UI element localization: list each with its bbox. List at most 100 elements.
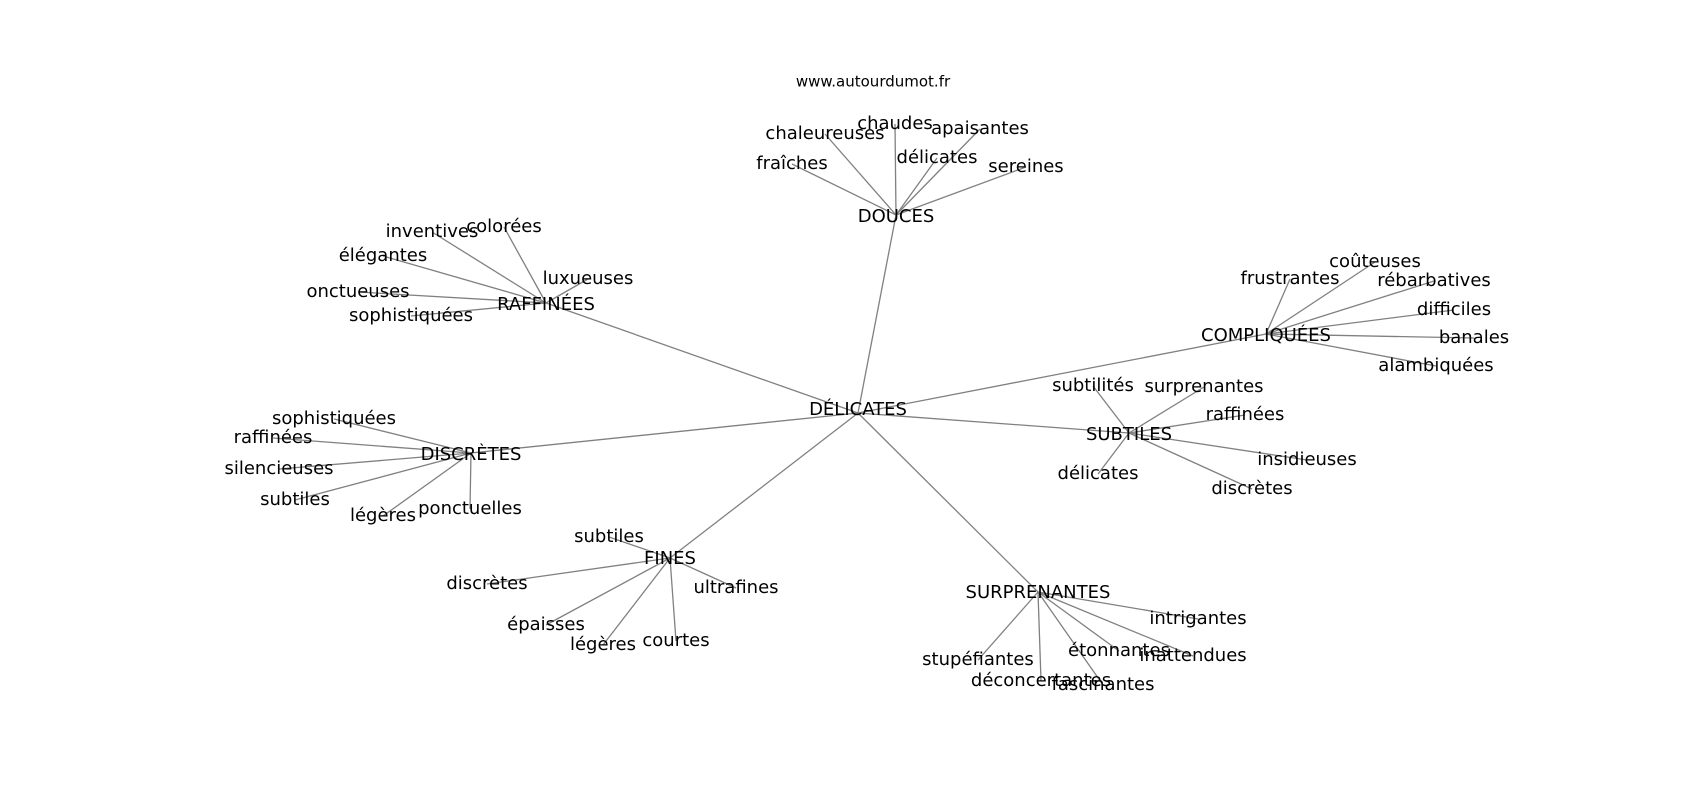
edge-compliquees-couteuses — [1265, 261, 1376, 335]
word-node-douces-delicates[interactable]: délicates — [897, 147, 978, 168]
word-node-compliquees-banales[interactable]: banales — [1439, 327, 1509, 348]
edge-discretes-subtiles — [294, 452, 472, 501]
edge-discretes-legeres — [382, 452, 472, 517]
edge-center-discretes — [470, 412, 859, 454]
edge-center-raffinees — [545, 302, 859, 414]
word-node-compliquees-alambiquees[interactable]: alambiquées — [1378, 355, 1493, 376]
word-node-surprenantes-deconcertantes[interactable]: déconcertantes — [971, 670, 1111, 691]
word-node-raffinees-colorees[interactable]: colorées — [466, 216, 541, 237]
edge-raffinees-inventives — [431, 231, 547, 304]
edge-douces-fraiches — [791, 163, 897, 216]
edge-douces-apaisantes — [895, 128, 981, 216]
center-node[interactable]: DÉLICATES — [809, 398, 907, 420]
edge-subtiles-surprenantes — [1128, 386, 1205, 434]
hub-node-subtiles[interactable]: SUBTILES — [1086, 424, 1172, 445]
word-node-raffinees-sophistiquees[interactable]: sophistiquées — [349, 305, 473, 326]
edge-compliquees-difficiles — [1265, 309, 1455, 335]
word-node-douces-chaleureuses[interactable]: chaleureuses — [765, 123, 884, 144]
hub-node-fines[interactable]: FINES — [644, 548, 696, 569]
word-node-discretes-raffinees[interactable]: raffinées — [234, 427, 313, 448]
edge-surprenantes-stupefiantes — [977, 591, 1039, 661]
word-node-compliquees-difficiles[interactable]: difficiles — [1417, 299, 1491, 320]
edge-douces-chaudes — [894, 123, 897, 216]
word-node-subtiles-surprenantes[interactable]: surprenantes — [1144, 376, 1263, 397]
edge-raffinees-sophistiquees — [410, 302, 547, 317]
hub-node-surprenantes[interactable]: SURPRENANTES — [966, 582, 1111, 603]
edge-surprenantes-deconcertantes — [1037, 591, 1042, 682]
edge-compliquees-alambiquees — [1265, 333, 1437, 367]
edge-fines-ultrafines — [669, 557, 737, 589]
edge-fines-courtes — [669, 557, 677, 642]
word-node-subtiles-discretes[interactable]: discrètes — [1211, 478, 1292, 499]
word-node-subtiles-raffinees[interactable]: raffinées — [1206, 404, 1285, 425]
edge-discretes-silencieuses — [278, 452, 472, 470]
edge-compliquees-frustrantes — [1265, 278, 1291, 335]
edge-fines-subtiles — [608, 536, 671, 559]
word-node-subtiles-subtilites[interactable]: subtilités — [1052, 375, 1134, 396]
edge-center-surprenantes — [857, 412, 1039, 593]
word-node-fines-legeres[interactable]: légères — [570, 634, 636, 655]
edge-center-douces — [857, 214, 897, 414]
word-node-fines-subtiles[interactable]: subtiles — [574, 526, 644, 547]
word-node-discretes-ponctuelles[interactable]: ponctuelles — [418, 498, 522, 519]
edge-fines-legeres — [602, 557, 671, 646]
edge-surprenantes-inattendues — [1037, 591, 1194, 657]
edge-raffinees-onctueuses — [357, 291, 547, 304]
word-node-surprenantes-stupefiantes[interactable]: stupéfiantes — [922, 649, 1034, 670]
edge-surprenantes-etonnantes — [1037, 591, 1120, 652]
edge-center-fines — [669, 412, 859, 559]
word-node-raffinees-inventives[interactable]: inventives — [386, 221, 479, 242]
word-node-compliquees-frustrantes[interactable]: frustrantes — [1241, 268, 1340, 289]
word-node-surprenantes-etonnantes[interactable]: étonnantes — [1068, 640, 1170, 661]
hub-node-discretes[interactable]: DISCRÈTES — [421, 443, 522, 465]
edge-discretes-ponctuelles — [469, 452, 472, 510]
word-node-fines-ultrafines[interactable]: ultrafines — [693, 577, 778, 598]
word-node-raffinees-luxueuses[interactable]: luxueuses — [543, 268, 634, 289]
source-url: www.autourdumot.fr — [796, 73, 951, 91]
edge-surprenantes-fascinantes — [1037, 591, 1104, 686]
word-node-surprenantes-fascinantes[interactable]: fascinantes — [1052, 674, 1155, 695]
edge-surprenantes-intrigantes — [1037, 591, 1199, 620]
word-node-raffinees-elegantes[interactable]: élégantes — [339, 245, 428, 266]
edge-subtiles-discretes — [1128, 432, 1253, 490]
edge-discretes-sophistiquees — [333, 418, 472, 454]
word-node-douces-fraiches[interactable]: fraîches — [756, 153, 828, 174]
edge-center-compliquees — [857, 333, 1267, 414]
word-node-fines-discretes[interactable]: discrètes — [446, 573, 527, 594]
word-node-raffinees-onctueuses[interactable]: onctueuses — [306, 281, 409, 302]
word-node-douces-sereines[interactable]: sereines — [988, 156, 1063, 177]
word-node-compliquees-couteuses[interactable]: coûteuses — [1329, 251, 1421, 272]
edge-subtiles-insidieuses — [1128, 432, 1308, 461]
word-node-douces-apaisantes[interactable]: apaisantes — [931, 118, 1029, 139]
edge-subtiles-raffinees — [1128, 414, 1246, 434]
hub-node-douces[interactable]: DOUCES — [858, 206, 935, 227]
word-node-fines-courtes[interactable]: courtes — [642, 630, 709, 651]
edge-raffinees-luxueuses — [545, 278, 589, 304]
word-node-surprenantes-inattendues[interactable]: inattendues — [1139, 645, 1246, 666]
edge-douces-delicates — [895, 157, 938, 216]
edge-fines-epaisses — [545, 557, 671, 626]
word-node-surprenantes-intrigantes[interactable]: intrigantes — [1149, 608, 1246, 629]
word-node-compliquees-rebarbatives[interactable]: rébarbatives — [1377, 270, 1491, 291]
word-node-subtiles-delicates[interactable]: délicates — [1058, 463, 1139, 484]
word-node-fines-epaisses[interactable]: épaisses — [507, 614, 585, 635]
hub-node-compliquees[interactable]: COMPLIQUÉES — [1201, 324, 1331, 346]
edge-compliquees-rebarbatives — [1265, 280, 1435, 335]
hub-node-raffinees[interactable]: RAFFINÉES — [497, 293, 595, 315]
word-node-discretes-sophistiquees[interactable]: sophistiquées — [272, 408, 396, 429]
word-node-discretes-subtiles[interactable]: subtiles — [260, 489, 330, 510]
edge-douces-chaleureuses — [824, 133, 897, 216]
word-node-subtiles-insidieuses[interactable]: insidieuses — [1257, 449, 1357, 470]
edge-raffinees-elegantes — [382, 255, 547, 304]
edge-center-subtiles — [857, 412, 1130, 434]
word-node-discretes-silencieuses[interactable]: silencieuses — [224, 458, 333, 479]
edge-compliquees-banales — [1265, 333, 1475, 339]
edge-douces-sereines — [895, 166, 1027, 216]
edge-subtiles-delicates — [1097, 432, 1130, 475]
word-node-douces-chaudes[interactable]: chaudes — [857, 113, 933, 134]
edge-fines-discretes — [486, 557, 671, 585]
word-node-discretes-legeres[interactable]: légères — [350, 505, 416, 526]
graph-edges — [272, 123, 1475, 686]
